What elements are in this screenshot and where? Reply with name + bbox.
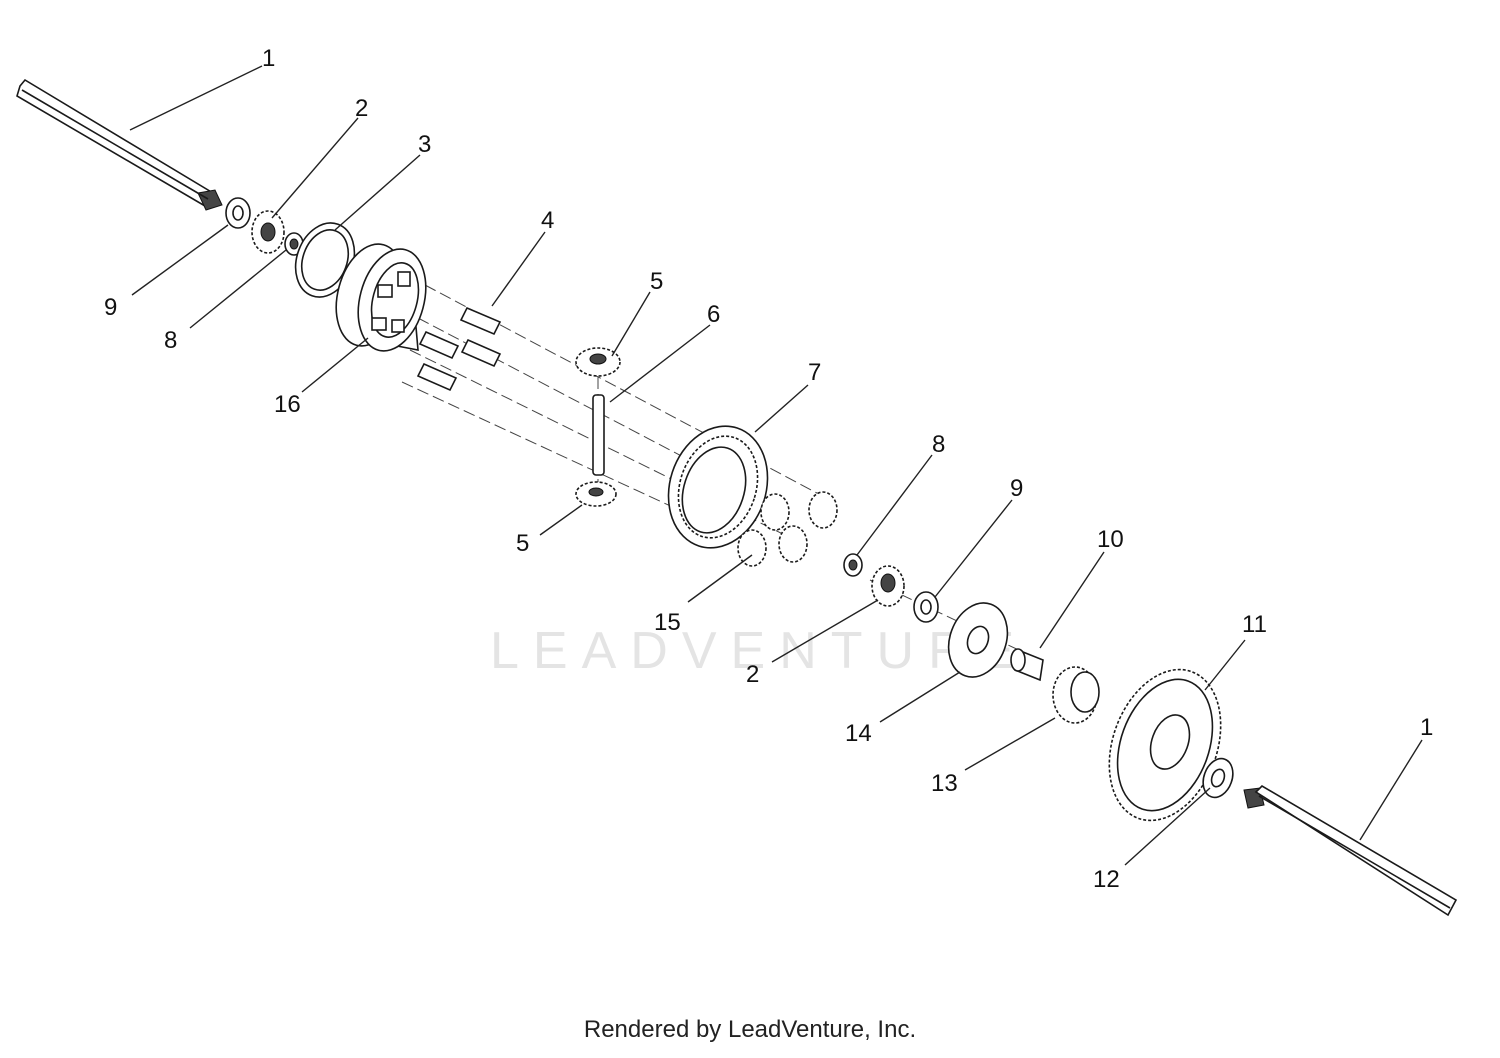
callout-8-right: 8: [932, 431, 945, 458]
part-3-ring-gasket: [294, 222, 356, 298]
callout-2-left: 2: [355, 95, 368, 122]
part-7-ring-gear: [667, 425, 769, 549]
part-9-washer-left: [225, 197, 251, 229]
callout-8-left: 8: [164, 327, 177, 354]
callout-1-left: 1: [262, 45, 275, 72]
part-16-differential-housing: [335, 243, 427, 352]
part-2-bevel-gear-right: [871, 565, 905, 607]
callout-9-left: 9: [104, 294, 117, 321]
part-1-axle-shaft-left: [16, 78, 223, 211]
part-1-axle-shaft-right: [1243, 784, 1458, 917]
part-5-spider-gear-top: [575, 347, 621, 377]
callout-5-bottom: 5: [516, 530, 529, 557]
callout-10: 10: [1097, 526, 1124, 553]
callout-11: 11: [1242, 611, 1267, 638]
callout-16: 16: [274, 391, 301, 418]
part-5-spider-gear-bottom: [575, 481, 617, 507]
callout-1-right: 1: [1420, 714, 1433, 741]
callout-2-right: 2: [746, 661, 759, 688]
rendered-by-footer: Rendered by LeadVenture, Inc.: [583, 1016, 917, 1043]
callout-4: 4: [541, 207, 554, 234]
callout-5-top: 5: [650, 268, 663, 295]
part-13-pinion-gear: [1052, 666, 1100, 724]
part-14-thrust-washer: [947, 602, 1009, 678]
part-8-bearing-right: [843, 553, 863, 577]
callout-6: 6: [707, 301, 720, 328]
callout-14: 14: [845, 720, 872, 747]
part-9-washer-right: [913, 591, 939, 623]
callout-12: 12: [1093, 866, 1120, 893]
part-10-spacer: [1010, 648, 1044, 682]
part-12-washer: [1202, 757, 1234, 799]
callout-15: 15: [654, 609, 681, 636]
callout-9-right: 9: [1010, 475, 1023, 502]
exploded-parts-diagram: LEADVENTURE: [16, 45, 1458, 917]
callout-7: 7: [808, 359, 821, 386]
part-11-large-gear: [1108, 668, 1222, 822]
part-15-planet-gears: [737, 491, 838, 567]
leader-lines: [129, 65, 1423, 866]
callout-13: 13: [931, 770, 958, 797]
part-2-bevel-gear-left: [251, 210, 285, 254]
part-4-pins: [416, 306, 502, 392]
callout-labels: 1 2 3 9 8 16 4 5 6 7 5 15 8 9 2 10 14 13…: [104, 45, 1433, 893]
watermark: LEADVENTURE: [490, 622, 1028, 680]
callout-3: 3: [418, 131, 431, 158]
part-6-cross-shaft: [592, 394, 605, 476]
